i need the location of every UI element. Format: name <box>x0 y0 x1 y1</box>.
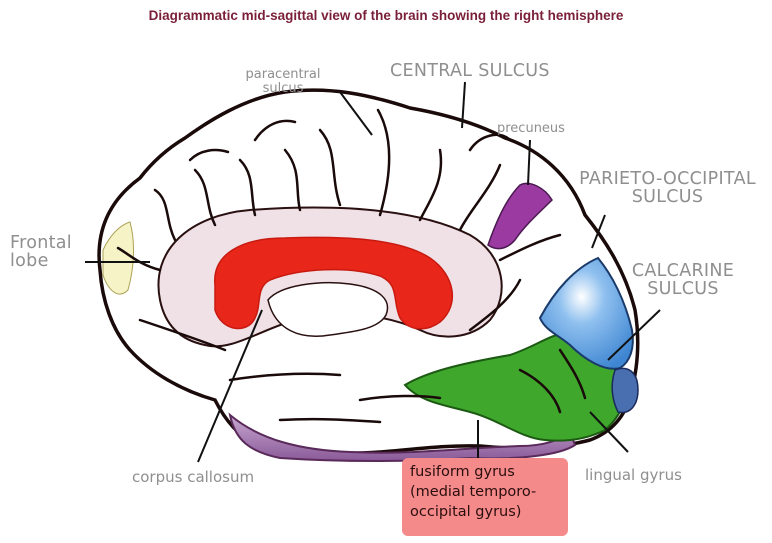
label-frontal-line2: lobe <box>10 252 72 270</box>
label-paracentral-sulcus: paracentral sulcus <box>243 68 323 95</box>
label-fusiform-line2: (medial temporo- <box>410 482 536 502</box>
occipital-pole <box>612 368 638 412</box>
label-paracentral-line2: sulcus <box>243 82 323 96</box>
label-parieto-line1: PARIETO-OCCIPITAL <box>565 170 770 188</box>
label-corpus-callosum: corpus callosum <box>132 470 254 486</box>
label-parieto-line2: SULCUS <box>565 188 770 206</box>
page-title: Diagrammatic mid-sagittal view of the br… <box>0 8 772 23</box>
label-calcarine-sulcus: CALCARINE SULCUS <box>628 262 738 299</box>
label-calcarine-line2: SULCUS <box>628 280 738 298</box>
label-frontal-lobe: Frontal lobe <box>10 234 72 271</box>
label-lingual-gyrus: lingual gyrus <box>585 468 682 484</box>
label-paracentral-line1: paracentral <box>243 68 323 82</box>
label-fusiform-gyrus: fusiform gyrus (medial temporo- occipita… <box>410 462 536 522</box>
label-central-sulcus: CENTRAL SULCUS <box>390 62 550 80</box>
label-fusiform-line1: fusiform gyrus <box>410 462 536 482</box>
label-fusiform-line3: occipital gyrus) <box>410 502 536 522</box>
label-precuneus: precuneus <box>497 122 565 136</box>
label-calcarine-line1: CALCARINE <box>628 262 738 280</box>
label-parieto-occipital-sulcus: PARIETO-OCCIPITAL SULCUS <box>565 170 770 207</box>
label-frontal-line1: Frontal <box>10 234 72 252</box>
